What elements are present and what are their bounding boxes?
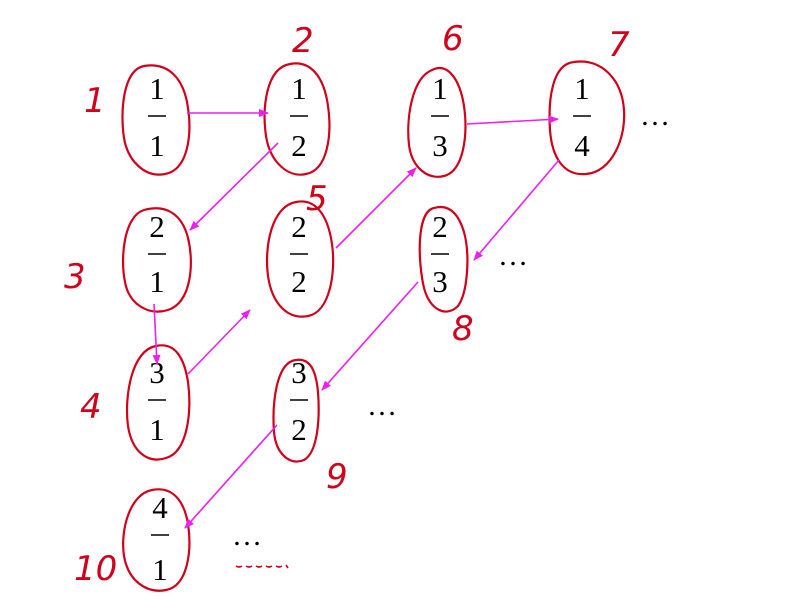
ellipsis-row-3: … (367, 389, 397, 422)
fraction-3-2: 3 2 (290, 355, 308, 447)
arrow-9-to-10 (184, 424, 278, 529)
arrow-3-to-4 (152, 303, 161, 365)
ellipsis-row-1: … (640, 99, 670, 132)
arrow-4-to-5 (187, 309, 251, 375)
denominator: 1 (149, 128, 165, 163)
order-label-8: 8 (452, 309, 474, 349)
order-label-3: 3 (64, 257, 86, 297)
ellipsis-row-4: … (232, 519, 262, 552)
numerator: 4 (152, 490, 168, 525)
denominator: 3 (432, 128, 448, 163)
loop-2-2 (265, 200, 335, 318)
denominator: 2 (291, 128, 307, 163)
numerator: 2 (432, 209, 448, 244)
order-label-1: 1 (84, 81, 106, 121)
fraction-4-1: 4 1 (151, 490, 169, 587)
loop-4-1 (122, 488, 191, 592)
numerator: 1 (291, 71, 307, 106)
loop-1-4 (548, 60, 626, 176)
denominator: 2 (291, 412, 307, 447)
order-label-7: 7 (608, 25, 630, 65)
fraction-2-2: 2 2 (290, 209, 308, 299)
fraction-1-3: 1 3 (431, 71, 449, 163)
denominator: 2 (291, 264, 307, 299)
order-label-4: 4 (80, 387, 102, 427)
loop-1-2 (263, 62, 331, 176)
fraction-3-1: 3 1 (148, 355, 166, 447)
fraction-1-4: 1 4 (573, 71, 591, 163)
order-label-5: 5 (306, 179, 328, 219)
fraction-2-1: 2 1 (148, 209, 166, 299)
numerator: 1 (149, 71, 165, 106)
arrow-8-to-9 (321, 281, 419, 391)
arrow-6-to-7 (466, 115, 559, 125)
numerator: 2 (291, 209, 307, 244)
loop-2-3 (418, 205, 469, 313)
loop-2-1 (122, 207, 192, 313)
arrow-5-to-6 (335, 167, 417, 249)
denominator: 1 (149, 264, 165, 299)
loop-3-1 (125, 344, 191, 461)
loop-1-3 (407, 67, 467, 178)
ellipsis-row-2: … (498, 239, 528, 272)
order-label-2: 2 (292, 21, 314, 61)
fraction-2-3: 2 3 (431, 209, 449, 299)
numerator: 3 (291, 355, 307, 390)
denominator: 1 (152, 552, 168, 587)
loop-3-2 (272, 358, 320, 463)
handwritten-ellipsis-underline (235, 564, 289, 569)
numerator: 1 (574, 71, 590, 106)
order-label-10: 10 (74, 549, 117, 589)
fraction-1-2: 1 2 (290, 71, 308, 163)
order-label-6: 6 (442, 19, 464, 59)
numerator: 1 (432, 71, 448, 106)
denominator: 3 (432, 264, 448, 299)
arrow-2-to-3 (189, 142, 279, 231)
numerator: 2 (149, 209, 165, 244)
arrow-7-to-8 (473, 159, 560, 261)
order-label-9: 9 (326, 457, 348, 497)
denominator: 1 (149, 412, 165, 447)
fraction-1-1: 1 1 (148, 71, 166, 163)
loop-1-1 (121, 64, 191, 176)
denominator: 4 (574, 128, 590, 163)
